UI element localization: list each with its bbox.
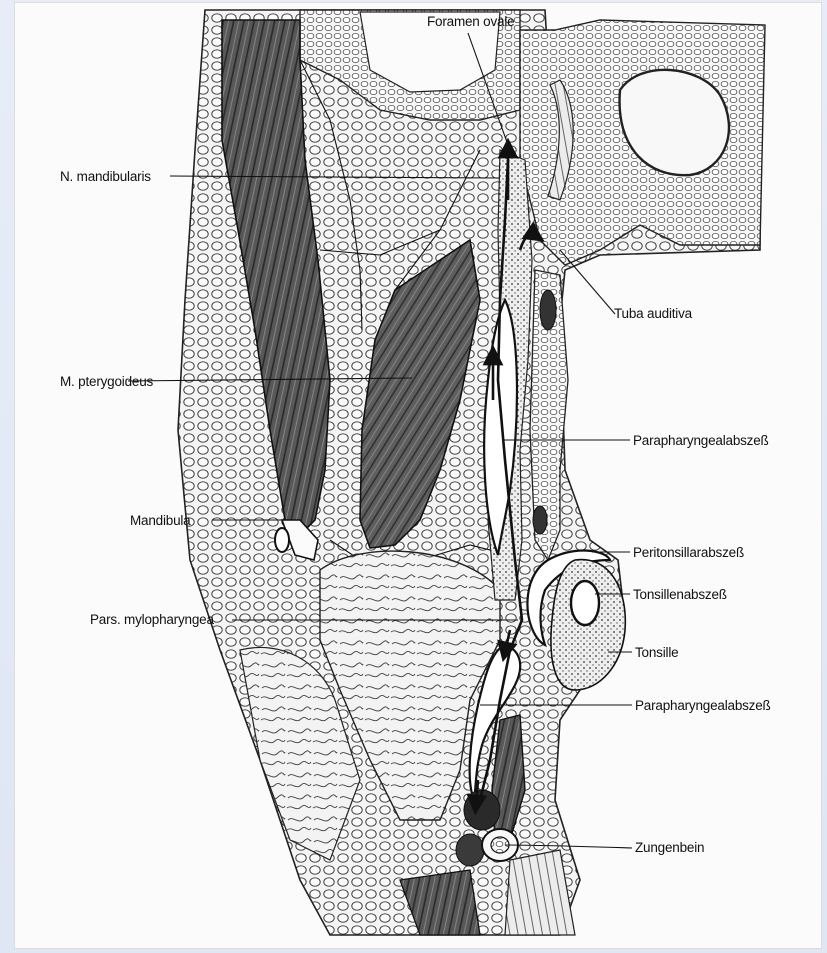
label-mandibula: Mandibula — [130, 513, 191, 528]
label-foramen-ovale: Foramen ovale — [427, 14, 514, 29]
label-pars-mylopharyngea: Pars. mylopharyngea — [90, 612, 214, 627]
dark-node — [540, 290, 556, 330]
mandibula-canal — [275, 528, 289, 552]
label-tonsillenabszess: Tonsillenabszeß — [633, 587, 727, 602]
label-peritonsillarabszess: Peritonsillarabszeß — [633, 545, 744, 560]
dark-node-2 — [533, 506, 547, 534]
tonsillar-abscess — [571, 581, 599, 625]
label-tonsille: Tonsille — [635, 645, 678, 660]
label-zungenbein: Zungenbein — [635, 840, 704, 855]
label-parapharyngealabszess-lower: Parapharyngealabszeß — [635, 698, 771, 713]
dark-mass-2 — [456, 834, 484, 866]
label-m-pterygoideus: M. pterygoideus — [60, 374, 153, 389]
label-parapharyngealabszess-upper: Parapharyngealabszeß — [633, 433, 769, 448]
label-n-mandibularis: N. mandibularis — [60, 169, 151, 184]
label-tuba-auditiva: Tuba auditiva — [614, 306, 693, 321]
